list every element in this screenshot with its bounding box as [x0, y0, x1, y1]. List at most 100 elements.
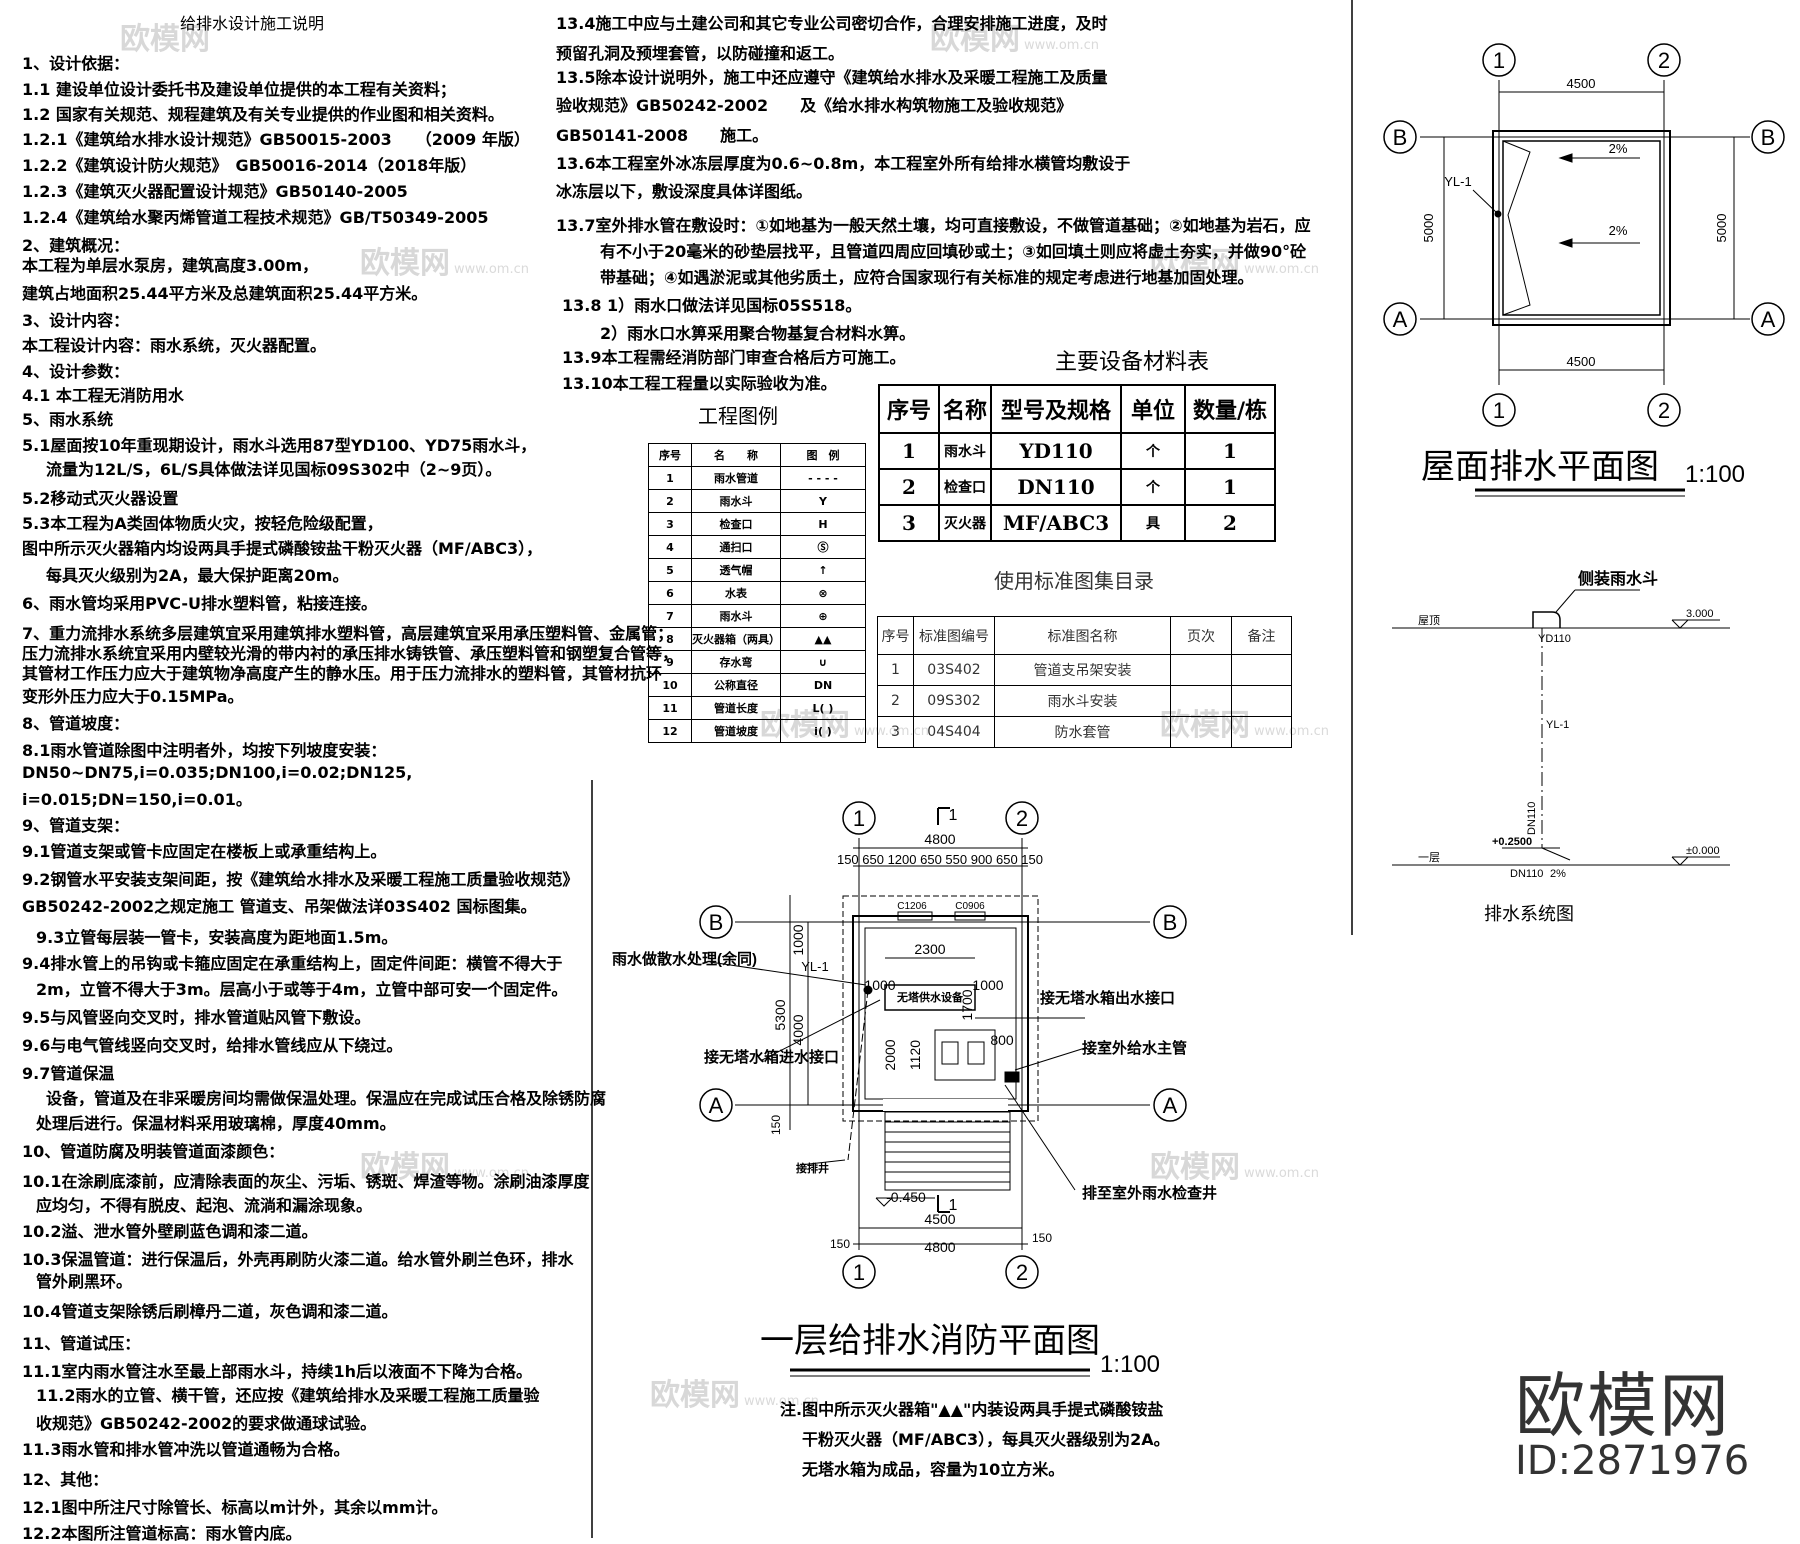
elevation-mark — [1671, 856, 1689, 866]
axis-label: 1 — [1493, 48, 1505, 73]
equipment-cell: DN110 — [990, 468, 1122, 506]
axis-label: B — [1393, 125, 1408, 150]
note-line: 10.3保温管道：进行保温后，外壳再刷防火漆二道。给水管外刷兰色环，排水 — [22, 1250, 574, 1269]
legend-symbol: i( ) — [780, 719, 866, 743]
axis-label: B — [1761, 125, 1776, 150]
leader-line — [1004, 1084, 1076, 1191]
equipment-cell: 具 — [1120, 504, 1186, 542]
elevation-mark — [1671, 619, 1689, 629]
note-line: 13.9本工程需经消防部门审查合格后方可施工。 — [562, 348, 906, 367]
axis-label: B — [1163, 910, 1178, 935]
callout-main: 接室外给水主管 — [1082, 1039, 1187, 1057]
dim-label: 150 — [1032, 1231, 1052, 1245]
note-line: 9.1管道支架或管卡应固定在楼板上或承重结构上。 — [22, 842, 387, 861]
legend-symbol: Ⓢ — [780, 535, 866, 559]
section-label: 1 — [949, 1197, 958, 1214]
note-line: 处理后进行。保温材料采用玻璃棉，厚度40mm。 — [36, 1114, 396, 1133]
axis-label: 1 — [853, 806, 865, 831]
slope-label: 2% — [1609, 223, 1628, 238]
standards-cell: 09S302 — [913, 685, 995, 717]
legend-symbol: ↑ — [780, 558, 866, 582]
axis-bubble — [1482, 43, 1516, 77]
equipment-cell: 1 — [878, 432, 940, 470]
note-line: 1.2.3《建筑灭火器配置设计规范》GB50140-2005 — [22, 182, 408, 201]
dim-label: 1700 — [959, 989, 975, 1020]
note-line: 9.6与电气管线竖向交叉时，给排水管线应从下绕过。 — [22, 1036, 403, 1055]
axis-label: 2 — [1016, 1260, 1028, 1285]
leader-line — [1472, 189, 1498, 214]
callout-pit: 接排井 — [796, 1161, 829, 1175]
note-line: 有不小于20毫米的砂垫层找平，且管道四周应回填砂或土；③如回填土则应将虚土夯实，… — [600, 242, 1307, 261]
slope-arrowhead — [1558, 153, 1573, 163]
dim-label: 4500 — [1567, 76, 1596, 91]
legend-name: 透气帽 — [691, 558, 781, 582]
note-line: 12、其他： — [22, 1470, 109, 1489]
window-label: C1206 — [897, 901, 927, 912]
legend-name: 雨水斗 — [691, 489, 781, 513]
axis-label: A — [709, 1093, 724, 1118]
dim-label: 150 — [769, 1115, 783, 1135]
equipment-cell: YD110 — [990, 432, 1122, 470]
note-line: 9.3立管每层装一管卡，安装高度为距地面1.5m。 — [36, 928, 398, 947]
axis-bubble — [699, 1088, 733, 1122]
note-line: 5.2移动式灭火器设置 — [22, 489, 179, 508]
legend-title: 工程图例 — [698, 404, 778, 428]
roof-parapet — [1502, 140, 1661, 316]
roof-elevation: 3.000 — [1686, 608, 1714, 620]
note-line: 13.4施工中应与土建公司和其它专业公司密切合作，合理安排施工进度，及时 — [556, 14, 1108, 33]
note-line: 应均匀，不得有脱皮、起泡、流淌和漏涂现象。 — [36, 1196, 373, 1215]
outlet-slope: 2% — [1550, 868, 1566, 880]
note-line: GB50141-2008 施工。 — [556, 126, 769, 145]
water-tank — [884, 984, 976, 1011]
legend-name: 管道长度 — [691, 696, 781, 720]
drain-label: 侧装雨水斗 — [1578, 569, 1658, 588]
section-label: 1 — [949, 807, 958, 824]
equipment-header-row: 序号 名称 型号及规格 单位 数量/栋 — [878, 384, 1276, 434]
footnote-line: 干粉灭火器（MF/ABC3），每具灭火器级别为2A。 — [802, 1430, 1170, 1449]
standards-cell — [1170, 716, 1232, 748]
pump-equipment — [934, 1029, 996, 1081]
leader-line — [1555, 589, 1576, 613]
standards-cell — [1231, 685, 1292, 717]
roof-plan — [1383, 43, 1785, 497]
note-line: 验收规范》GB50242-2002 及《给水排水构筑物施工及验收规范》 — [556, 96, 1073, 115]
note-line: 冰冻层以下，敷设深度具体详图纸。 — [556, 182, 813, 201]
equipment-title: 主要设备材料表 — [1055, 350, 1210, 375]
notes-title: 给排水设计施工说明 — [180, 14, 325, 33]
legend-header: 名 称 — [691, 443, 781, 467]
legend-symbol: ⊕ — [780, 604, 866, 628]
elevation-mark — [875, 1197, 893, 1207]
pipe-elevation: +0.2500 — [1492, 836, 1532, 848]
dim-label: 1000 — [790, 924, 806, 955]
axis-label: A — [1761, 307, 1776, 332]
callout-drain: 雨水做散水处理(余同) — [612, 950, 757, 968]
axis-label: B — [709, 910, 724, 935]
note-line: 1、设计依据： — [22, 54, 130, 73]
axis-label: A — [1163, 1093, 1178, 1118]
note-line: 10、管道防腐及明装管道面漆颜色： — [22, 1142, 285, 1161]
standards-cell — [1170, 654, 1232, 686]
standards-cell: 04S404 — [913, 716, 995, 748]
equipment-header: 型号及规格 — [990, 384, 1122, 434]
note-line: 其管材工作压力应大于建筑物净高度产生的静水压。用于压力流排水的塑料管，其管材抗环 — [22, 664, 663, 683]
equipment-header: 单位 — [1120, 384, 1186, 434]
axis-bubble — [842, 801, 876, 835]
note-line: 设备，管道及在非采暖房间均需做保温处理。保温应在完成试压合格及除锈防腐 — [46, 1089, 607, 1108]
note-line: 8、管道坡度： — [22, 714, 130, 733]
note-line: 9.7管道保温 — [22, 1064, 115, 1083]
note-line: 1.1 建设单位设计委托书及建设单位提供的本工程有关资料； — [22, 80, 456, 99]
axis-bubble — [1482, 393, 1516, 427]
pipe-label: YL-1 — [1546, 719, 1569, 731]
standards-cell: 03S402 — [913, 654, 995, 686]
note-line: 10.1在涂刷底漆前，应清除表面的灰尘、污垢、锈斑、焊渣等物。涂刷油漆厚度 — [22, 1172, 590, 1191]
axis-bubble — [1153, 1088, 1187, 1122]
